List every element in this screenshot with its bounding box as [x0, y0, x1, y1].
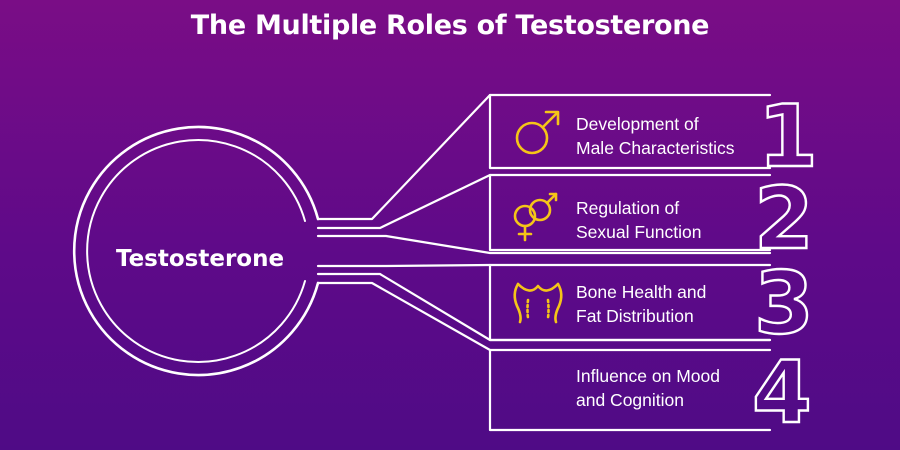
role-number-4: 4	[752, 343, 812, 443]
role-banners	[488, 93, 772, 432]
role-2-line1: Regulation of	[576, 198, 680, 218]
page-title: The Multiple Roles of Testosterone	[190, 10, 710, 41]
male-female-symbol-icon	[513, 192, 558, 242]
role-2-line2: Sexual Function	[576, 222, 702, 242]
male-symbol-icon	[515, 110, 560, 155]
center-circle	[72, 125, 320, 377]
role-number-1: 1	[758, 87, 818, 187]
role-4-label: Influence on Mood and Cognition	[576, 364, 766, 412]
role-number-2: 2	[754, 169, 814, 269]
role-4-line2: and Cognition	[576, 390, 684, 410]
role-4-line1: Influence on Mood	[576, 366, 720, 386]
role-1-label: Development of Male Characteristics	[576, 112, 766, 160]
role-1-line1: Development of	[576, 114, 699, 134]
center-label: Testosterone	[115, 246, 285, 272]
body-torso-icon	[513, 282, 563, 324]
role-1-line2: Male Characteristics	[576, 138, 735, 158]
role-number-3: 3	[754, 254, 814, 354]
role-3-line1: Bone Health and	[576, 282, 707, 302]
role-3-line2: Fat Distribution	[576, 306, 694, 326]
role-3-label: Bone Health and Fat Distribution	[576, 280, 766, 328]
role-2-label: Regulation of Sexual Function	[576, 196, 766, 244]
